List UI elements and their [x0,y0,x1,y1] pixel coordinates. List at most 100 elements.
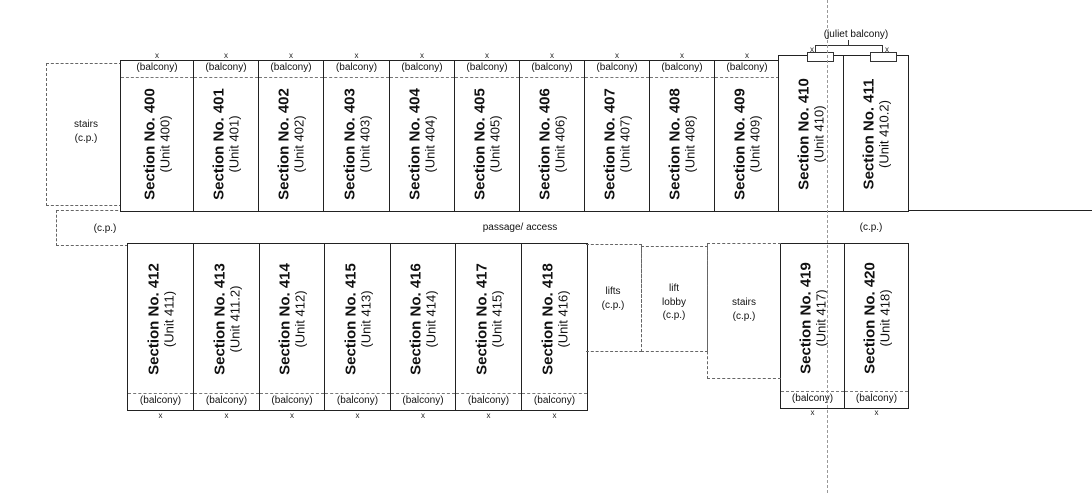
section-409: (balcony)Section No. 409(Unit 409) [714,60,780,212]
unit-number: (Unit 411) [162,263,176,375]
section-label: Section No. 411(Unit 410.2) [861,78,890,189]
section-label: Section No. 406(Unit 406) [537,88,566,200]
juliet-balcony-tick [848,40,849,45]
unit-number: (Unit 417) [814,262,828,374]
marker-x: x [742,51,752,60]
lift-lobby-label: lift lobby (c.p.) [644,282,704,323]
balcony-divider [194,77,258,78]
balcony-divider [650,77,714,78]
section-number: Section No. 414 [277,263,293,375]
section-label: Section No. 400(Unit 400) [142,88,171,200]
section-416: (balcony)Section No. 416(Unit 414) [390,243,456,411]
balcony-divider [121,77,193,78]
unit-number: (Unit 416) [556,263,570,375]
centerline [827,0,828,493]
section-400: (balcony)Section No. 400(Unit 400) [120,60,194,212]
unit-number: (Unit 409) [748,88,762,200]
marker-x: x [287,411,297,420]
unit-number: (Unit 411.2) [228,263,242,375]
section-label: Section No. 409(Unit 409) [732,88,761,200]
section-label: Section No. 420(Unit 418) [862,262,891,374]
unit-number: (Unit 407) [618,88,632,200]
marker-x: x [872,408,882,417]
section-label: Section No. 403(Unit 403) [342,88,371,200]
section-number: Section No. 406 [537,88,553,200]
marker-x: x [221,51,231,60]
section-414: (balcony) Section No. 414(Unit 412) [259,243,325,411]
balcony-divider [585,77,649,78]
section-number: Section No. 410 [796,78,812,190]
unit-number: (Unit 404) [423,88,437,200]
section-412: (balcony)Section No. 412(Unit 411) [127,243,194,411]
balcony-label: (balcony) [194,62,258,73]
marker-x: x [808,408,818,417]
section-410: Section No. 410(Unit 410) [778,55,844,212]
cp-label: (c.p.) [56,132,116,146]
section-label: Section No. 418(Unit 416) [540,263,569,375]
balcony-divider [522,393,587,394]
section-401: (balcony) Section No. 401(Unit 401) [193,60,259,212]
balcony-label: (balcony) [390,62,454,73]
section-label: Section No. 402(Unit 402) [276,88,305,200]
unit-number: (Unit 412) [293,263,307,375]
unit-number: (Unit 414) [424,263,438,375]
section-415: (balcony)Section No. 415(Unit 413) [324,243,391,411]
unit-number: (Unit 415) [490,263,504,375]
cp-label: (c.p.) [588,299,638,313]
balcony-divider [715,77,779,78]
balcony-divider [455,77,519,78]
balcony-label: (balcony) [781,393,844,404]
section-label: Section No. 419(Unit 417) [798,262,827,374]
balcony-label: (balcony) [845,393,908,404]
passage-area [120,210,1092,245]
unit-number: (Unit 406) [553,88,567,200]
lobby-text: lobby [644,296,704,310]
marker-x: x [482,51,492,60]
marker-x: x [352,51,362,60]
juliet-balcony-label: (juliet balcony) [806,28,906,42]
section-number: Section No. 413 [212,263,228,375]
lifts-label: lifts (c.p.) [588,285,638,312]
stairs-left-label: stairs (c.p.) [56,118,116,145]
unit-number: (Unit 402) [292,88,306,200]
section-number: Section No. 402 [276,88,292,200]
marker-x: x [677,51,687,60]
stairs-right-label: stairs (c.p.) [714,296,774,323]
balcony-label: (balcony) [456,395,521,406]
section-411: Section No. 411(Unit 410.2) [843,55,909,212]
section-number: Section No. 416 [408,263,424,375]
unit-number: (Unit 403) [358,88,372,200]
balcony-divider [128,393,193,394]
section-number: Section No. 420 [862,262,878,374]
section-407: (balcony)Section No. 407(Unit 407) [584,60,650,212]
section-406: (balcony)Section No. 406(Unit 406) [519,60,585,212]
section-408: (balcony) Section No. 408(Unit 408) [649,60,715,212]
section-label: Section No. 408(Unit 408) [667,88,696,200]
juliet-balcony-bracket [815,45,883,52]
section-label: Section No. 417(Unit 415) [474,263,503,375]
balcony-divider [194,393,259,394]
section-label: Section No. 407(Unit 407) [602,88,631,200]
balcony-divider [845,391,908,392]
balcony-divider [324,77,389,78]
balcony-label: (balcony) [650,62,714,73]
section-413: (balcony)Section No. 413(Unit 411.2) [193,243,260,411]
marker-x: x [550,411,560,420]
section-number: Section No. 407 [602,88,618,200]
section-number: Section No. 403 [342,88,358,200]
section-number: Section No. 401 [211,88,227,200]
cp-label: (c.p.) [644,309,704,323]
cp-label: (c.p.) [714,310,774,324]
unit-number: (Unit 401) [227,88,241,200]
marker-x: x [353,411,363,420]
balcony-divider [390,77,454,78]
unit-number: (Unit 413) [359,263,373,375]
balcony-label: (balcony) [260,395,324,406]
balcony-label: (balcony) [325,395,390,406]
balcony-divider [325,393,390,394]
section-number: Section No. 408 [667,88,683,200]
section-label: Section No. 404(Unit 404) [407,88,436,200]
section-420: (balcony) Section No. 420(Unit 418) [844,243,909,409]
section-number: Section No. 405 [472,88,488,200]
balcony-label: (balcony) [455,62,519,73]
